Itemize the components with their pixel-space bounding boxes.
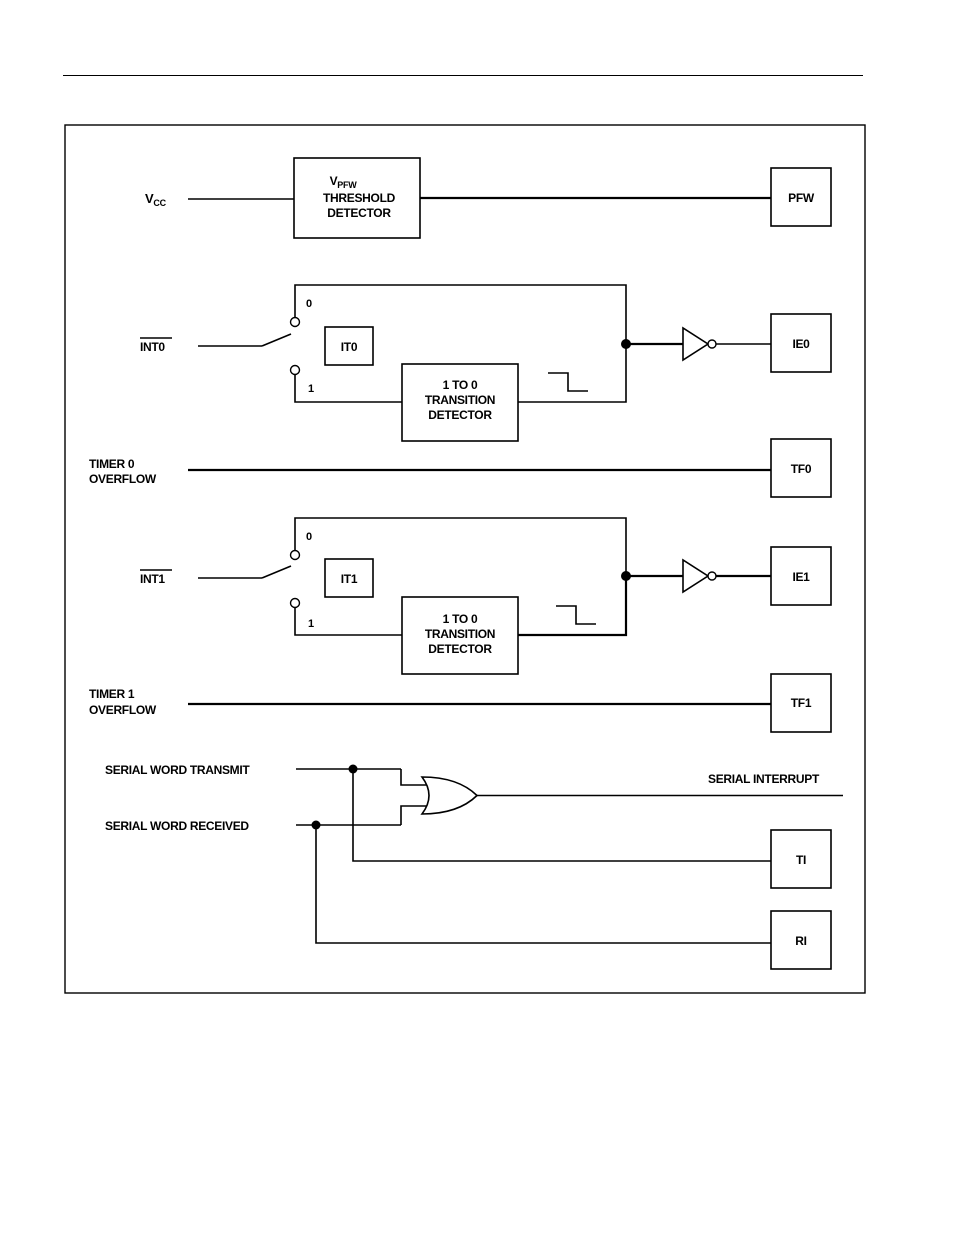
int0-pin-1 [291,366,300,375]
ti-label: TI [796,853,806,867]
int0-sel-1-label: 1 [308,383,314,395]
int0-sel-0-label: 0 [306,298,312,310]
timer0-line1: TIMER 0 [89,457,135,471]
int1-sel-0-label: 0 [306,531,312,543]
ie0-label: IE0 [792,337,810,351]
serial-section: SERIAL WORD TRANSMIT SERIAL WORD RECEIVE… [105,763,843,969]
td1-line3: DETECTOR [428,642,492,656]
it0-label: IT0 [341,340,358,354]
tf0-label: TF0 [791,462,812,476]
int0-label: INT0 [140,340,165,354]
vcc-label: VCC [145,191,167,208]
td0-line1: 1 TO 0 [443,378,478,392]
int1-section: INT1 0 1 IT1 1 TO 0 TRANSITION DETECTOR … [140,518,831,674]
diagram-frame [65,125,865,993]
int1-label: INT1 [140,572,165,586]
int1-buffer-bubble [708,572,716,580]
td0-line3: DETECTOR [428,408,492,422]
detector-label: DETECTOR [327,206,391,220]
timer1-section: TIMER 1 OVERFLOW TF1 [89,674,831,732]
serial-received-label: SERIAL WORD RECEIVED [105,819,249,833]
serial-interrupt-label: SERIAL INTERRUPT [708,772,820,786]
ri-label: RI [795,934,806,948]
td1-line2: TRANSITION [425,627,495,641]
or-gate [422,777,477,814]
int0-falling-edge-symbol [548,373,588,391]
int0-switch-blade [262,334,291,346]
ri-wire [316,825,771,943]
int1-sel-1-label: 1 [308,618,314,630]
int1-pin-1 [291,599,300,608]
timer1-line1: TIMER 1 [89,687,135,701]
int1-pin-0 [291,551,300,560]
serial-transmit-label: SERIAL WORD TRANSMIT [105,763,250,777]
int1-switch-blade [262,566,291,578]
it1-label: IT1 [341,572,358,586]
int1-falling-edge-symbol [556,606,596,624]
pfw-section: VCC VPFW THRESHOLD DETECTOR PFW [145,158,831,238]
int0-buffer-triangle [683,328,708,360]
ie1-label: IE1 [792,570,810,584]
int1-buffer-triangle [683,560,708,592]
int0-detector-output [518,344,626,402]
timer0-section: TIMER 0 OVERFLOW TF0 [89,439,831,497]
tf1-label: TF1 [791,696,812,710]
td0-line2: TRANSITION [425,393,495,407]
int0-pin-0 [291,318,300,327]
int0-buffer-bubble [708,340,716,348]
int0-section: INT0 0 1 IT0 1 TO 0 TRANSITION DETECTOR … [140,285,831,441]
timer0-line2: OVERFLOW [89,472,157,486]
td1-line1: 1 TO 0 [443,612,478,626]
threshold-label: THRESHOLD [323,191,396,205]
timer1-line2: OVERFLOW [89,703,157,717]
pfw-label: PFW [788,191,815,205]
rx-to-or-gate [401,806,428,825]
